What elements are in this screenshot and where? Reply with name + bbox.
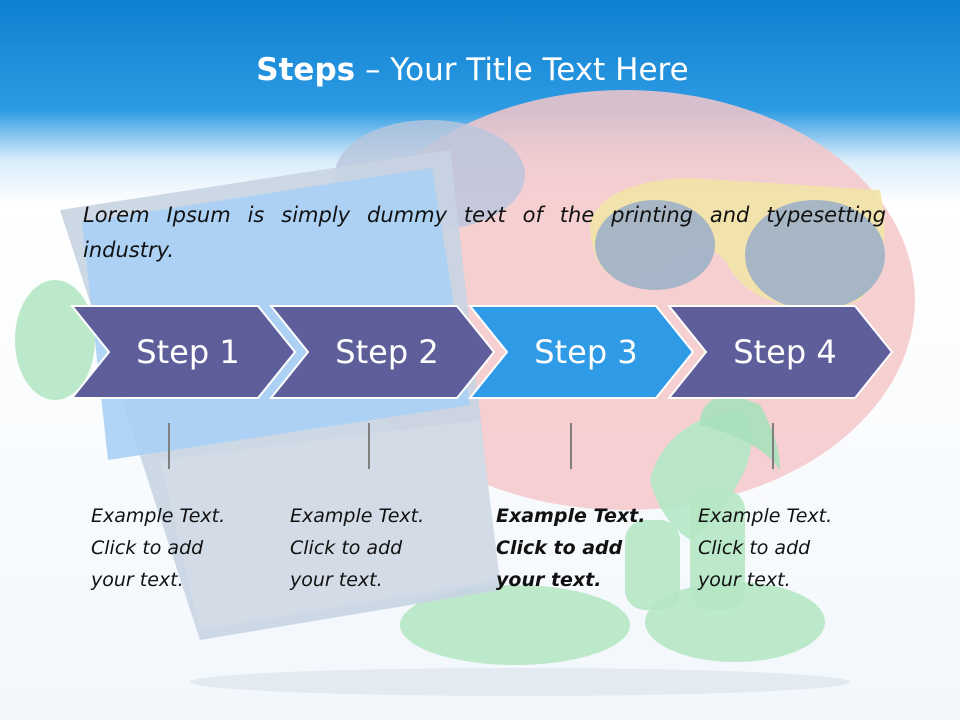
step-4-line-2: Click to add	[698, 537, 811, 559]
step-3-connector	[570, 423, 572, 469]
step-3-line-1: Example Text.	[496, 505, 646, 527]
step-1-label: Step 1	[136, 333, 240, 371]
step-1-chevron[interactable]	[69, 305, 297, 399]
step-3-line-2: Click to add	[496, 537, 623, 559]
step-1-connector	[168, 423, 170, 469]
step-2-label: Step 2	[335, 333, 439, 371]
step-1-line-1: Example Text.	[91, 505, 226, 527]
step-4-label: Step 4	[733, 333, 837, 371]
step-4-description[interactable]: Example Text. Click to add your text.	[698, 500, 878, 596]
step-2-description[interactable]: Example Text. Click to add your text.	[290, 500, 470, 596]
title-bold-part: Steps	[256, 52, 356, 88]
step-4-line-1: Example Text.	[698, 505, 833, 527]
step-3-label: Step 3	[534, 333, 638, 371]
step-2-line-1: Example Text.	[290, 505, 425, 527]
step-4-connector	[772, 423, 774, 469]
step-3-line-3: your text.	[496, 569, 602, 591]
slide-title[interactable]: Steps – Your Title Text Here	[0, 52, 945, 88]
step-2-chevron[interactable]	[268, 305, 496, 399]
title-rest-part: – Your Title Text Here	[355, 52, 689, 88]
step-4-line-3: your text.	[698, 569, 791, 591]
step-1-line-2: Click to add	[91, 537, 204, 559]
step-1-line-3: your text.	[91, 569, 184, 591]
step-2-line-2: Click to add	[290, 537, 403, 559]
step-3-description[interactable]: Example Text. Click to add your text.	[496, 500, 676, 596]
step-1-description[interactable]: Example Text. Click to add your text.	[91, 500, 271, 596]
step-2-line-3: your text.	[290, 569, 383, 591]
intro-text[interactable]: Lorem Ipsum is simply dummy text of the …	[83, 203, 886, 262]
step-2-connector	[368, 423, 370, 469]
step-3-chevron[interactable]	[467, 305, 695, 399]
step-4-chevron[interactable]	[666, 305, 894, 399]
